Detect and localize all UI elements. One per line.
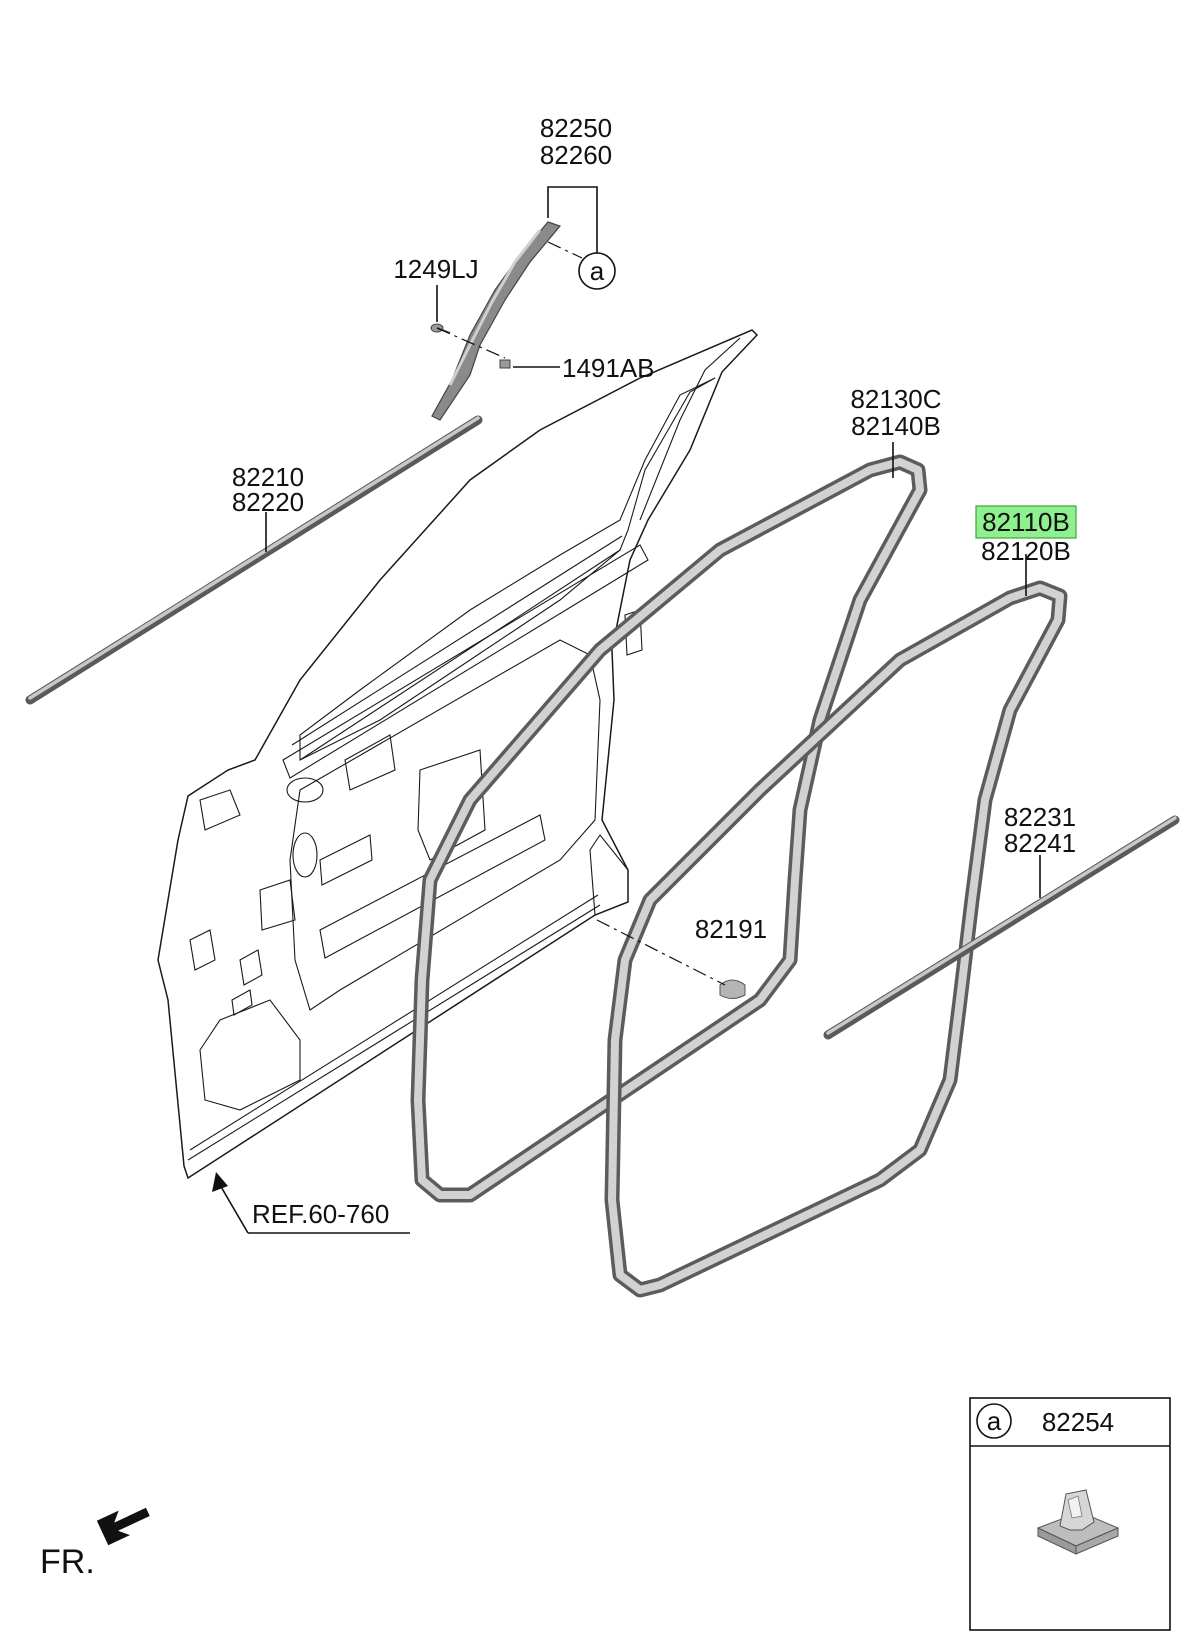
door-seal-outer	[604, 580, 1068, 1298]
label-1491ab: 1491AB	[562, 353, 655, 383]
callout-a-letter: a	[590, 256, 605, 286]
door-panel	[157, 329, 759, 1180]
label-1249lj: 1249LJ	[393, 254, 478, 284]
label-82260: 82260	[540, 140, 612, 170]
screw-1249lj-icon	[430, 323, 451, 334]
label-82191: 82191	[695, 914, 767, 944]
label-82210: 82210	[232, 462, 304, 492]
callout-a: a	[578, 252, 616, 290]
inset-part-number: 82254	[1042, 1407, 1114, 1437]
outer-belt-strip	[25, 415, 483, 705]
label-82241: 82241	[1004, 828, 1076, 858]
label-82130c: 82130C	[850, 384, 941, 414]
lower-strip	[823, 815, 1180, 1040]
front-arrow-icon	[96, 1507, 150, 1546]
inset-callout-letter: a	[987, 1406, 1002, 1436]
label-82231: 82231	[1004, 802, 1076, 832]
front-direction: FR.	[40, 1507, 150, 1581]
plug-82191-icon	[719, 979, 746, 999]
label-82110b: 82110B	[982, 507, 1070, 537]
label-82250: 82250	[540, 113, 612, 143]
label-82140b: 82140B	[851, 411, 941, 441]
highlight-82110b	[975, 505, 1077, 539]
front-label: FR.	[40, 1543, 95, 1581]
clip-82254-icon	[1036, 1489, 1120, 1555]
label-ref: REF.60-760	[252, 1199, 389, 1229]
label-82120b: 82120B	[981, 536, 1071, 566]
pillar-trim	[431, 221, 562, 421]
label-82220: 82220	[232, 487, 304, 517]
door-seal-inner	[410, 454, 928, 1203]
inset-panel: a 82254	[969, 1397, 1171, 1631]
clip-1491ab-icon	[499, 359, 511, 369]
leader-lines	[212, 186, 1041, 1234]
